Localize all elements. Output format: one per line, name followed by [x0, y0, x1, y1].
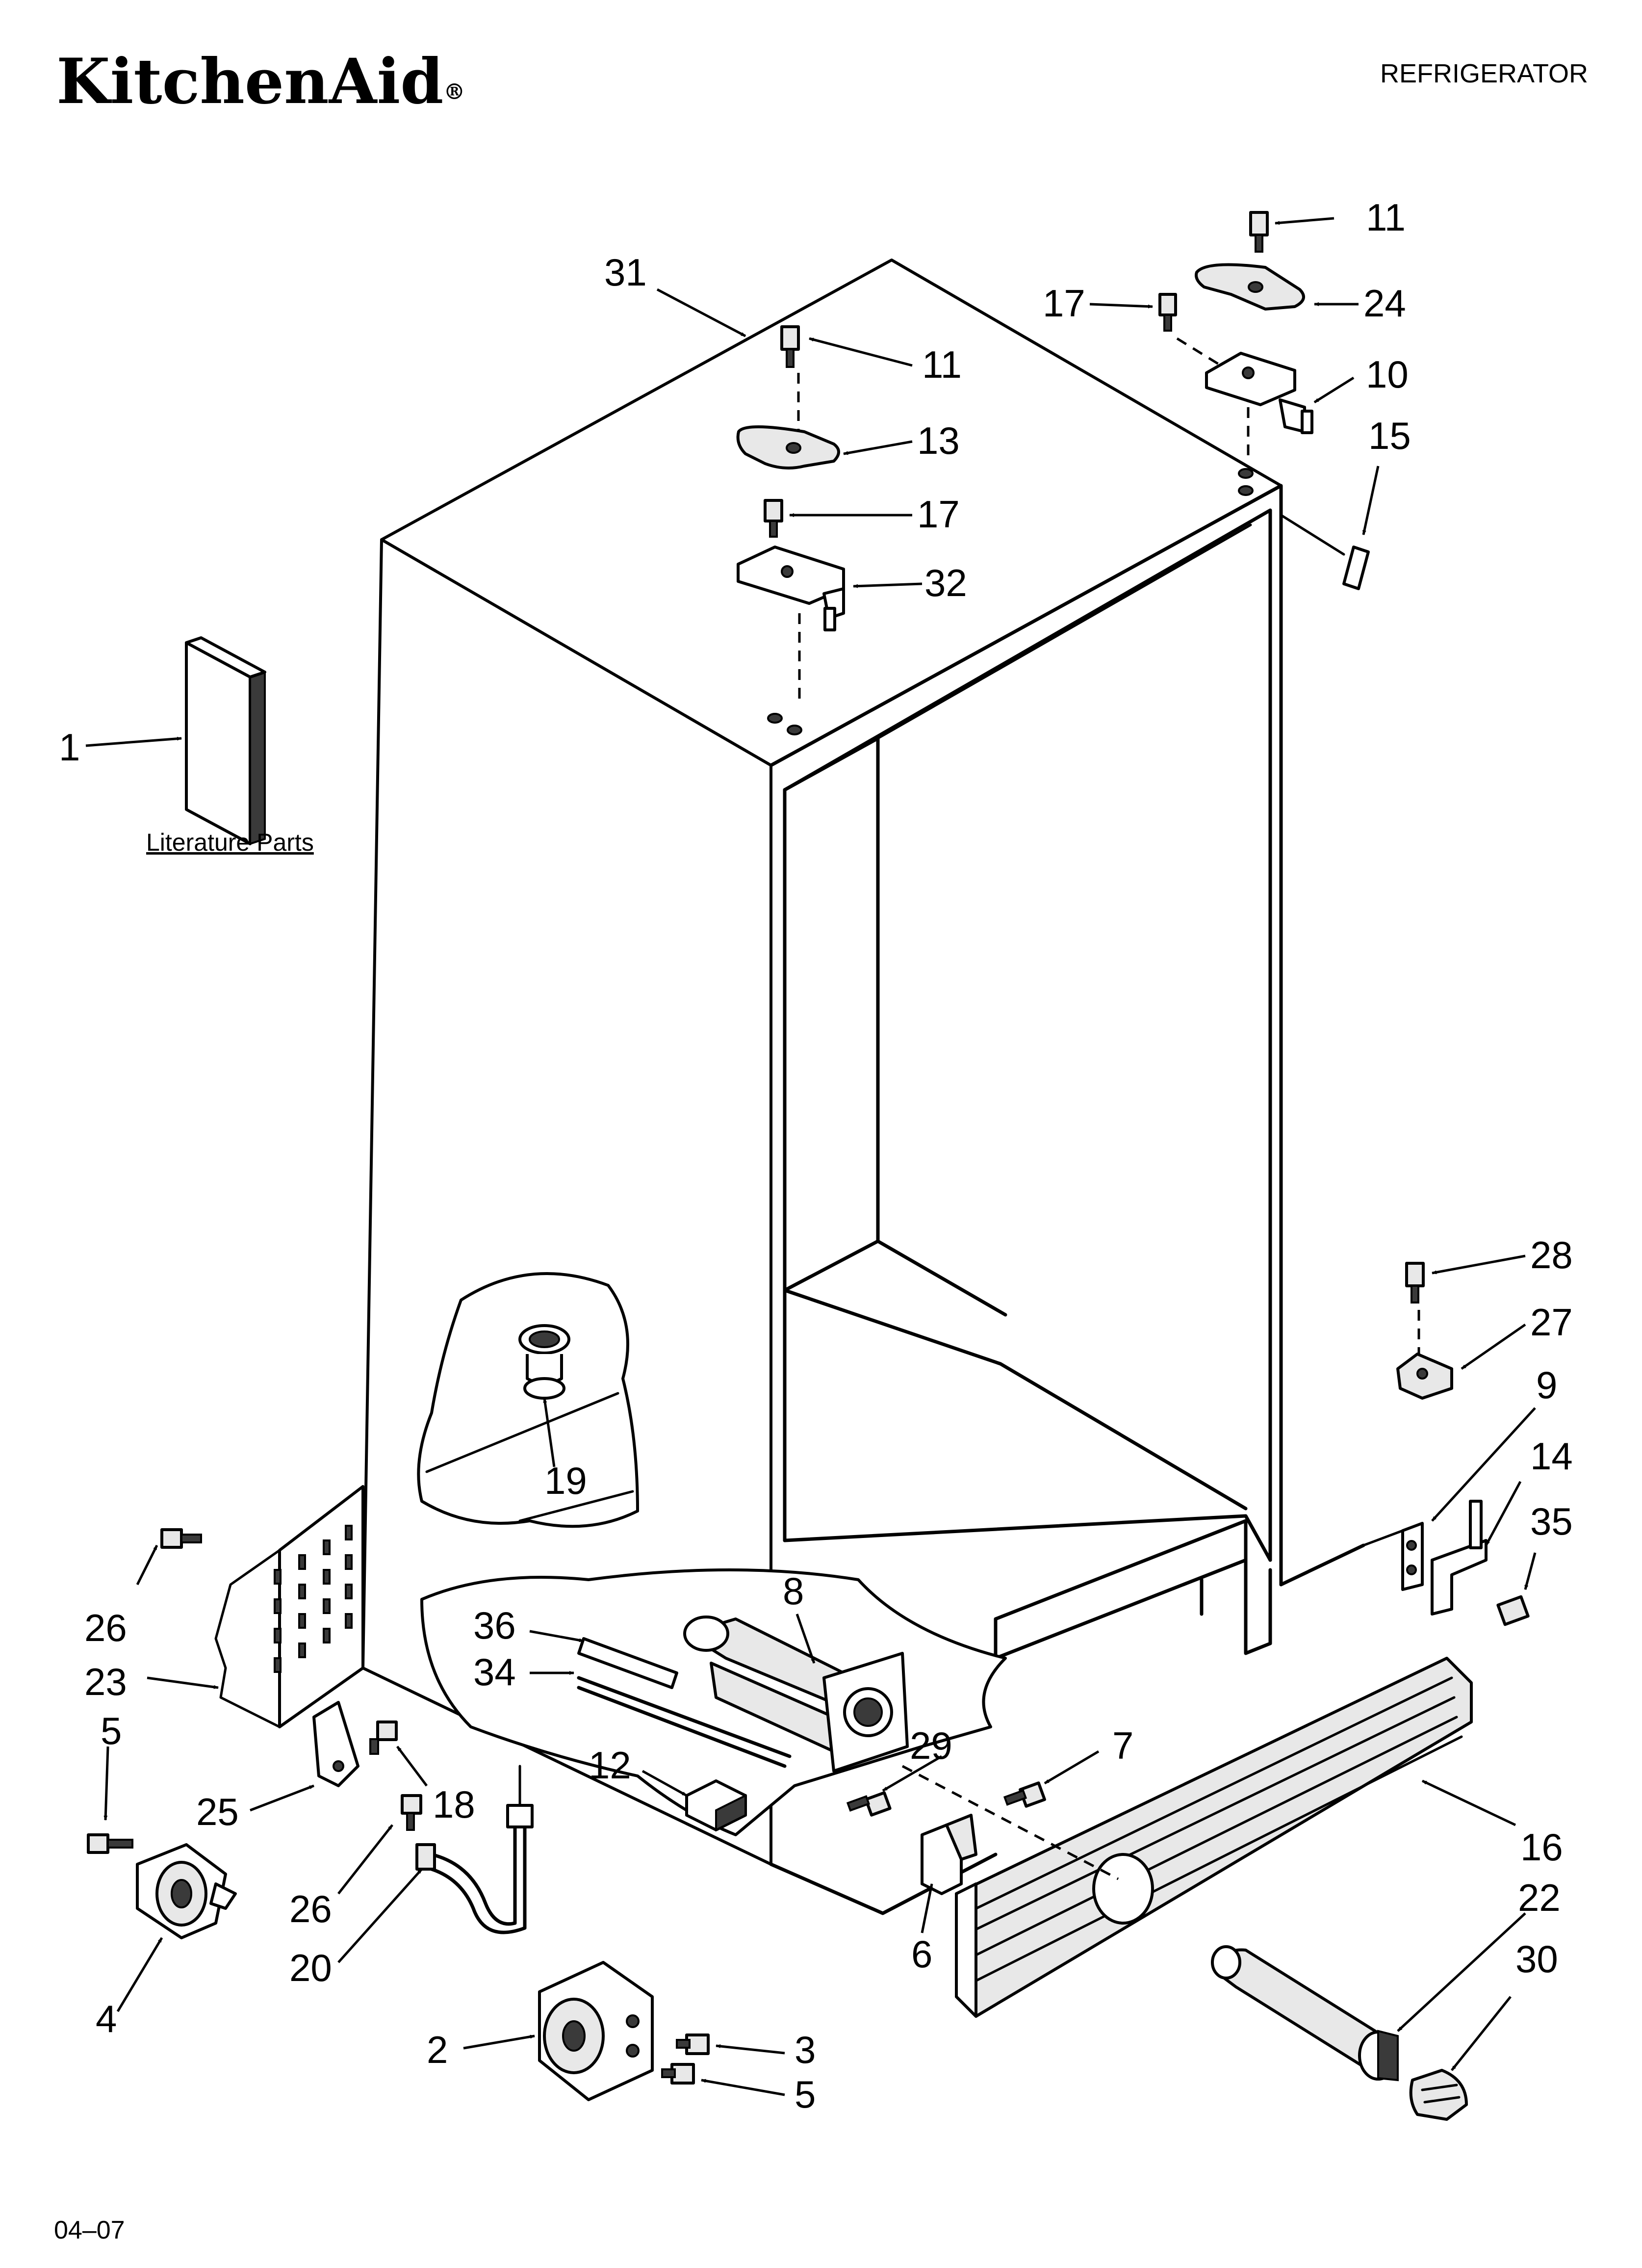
section-title: REFRIGERATOR — [1380, 59, 1588, 88]
bracket-6 — [921, 1814, 977, 1895]
callout-30: 30 — [1515, 1937, 1558, 1981]
grille-23 — [160, 1485, 364, 1728]
callout-34: 34 — [473, 1650, 516, 1694]
callout-26: 26 — [84, 1606, 127, 1649]
callout-2: 2 — [427, 2028, 448, 2071]
callout-29: 29 — [910, 1724, 952, 1767]
cutaway-8 — [420, 1568, 1007, 1836]
callout-3: 3 — [795, 2028, 816, 2071]
brand-name: KitchenAid — [56, 45, 443, 118]
callout-28: 28 — [1530, 1233, 1573, 1277]
bottom-hinge-right — [1362, 1262, 1530, 1626]
callout-27: 27 — [1530, 1301, 1573, 1344]
callout-17: 17 — [917, 493, 960, 536]
callout-10: 10 — [1366, 353, 1409, 396]
callout-35: 35 — [1530, 1500, 1573, 1543]
callout-8: 8 — [783, 1569, 804, 1613]
callout-16: 16 — [1520, 1825, 1563, 1869]
callout-17: 17 — [1043, 282, 1085, 325]
brand-logo: KitchenAid® — [56, 45, 465, 118]
callout-11: 11 — [922, 343, 962, 386]
callout-11: 11 — [1366, 196, 1406, 239]
callout-4: 4 — [96, 1997, 117, 2040]
callout-32: 32 — [924, 561, 967, 604]
callout-13: 13 — [917, 419, 960, 462]
callout-1: 1 — [59, 726, 80, 769]
callout-12: 12 — [589, 1744, 631, 1787]
callout-18: 18 — [433, 1783, 475, 1826]
callout-15: 15 — [1368, 414, 1411, 457]
registered-mark: ® — [443, 79, 465, 104]
literature-part-1 — [185, 636, 266, 845]
callout-5: 5 — [101, 1709, 122, 1752]
filter-cap-30 — [1409, 2069, 1468, 2121]
top-hinge-right — [1158, 211, 1370, 590]
callout-22: 22 — [1518, 1876, 1561, 1919]
screw-7 — [1003, 1781, 1046, 1808]
callout-7: 7 — [1112, 1724, 1133, 1767]
callout-5: 5 — [795, 2073, 816, 2116]
callout-26: 26 — [289, 1887, 332, 1930]
callout-6: 6 — [911, 1932, 932, 1976]
top-hinge-left — [736, 325, 845, 706]
callout-numbers: 11 31 17 24 11 10 13 15 17 32 1 28 27 9 … — [59, 196, 1573, 2116]
water-filter-22 — [1211, 1945, 1399, 2082]
callout-20: 20 — [289, 1946, 332, 1989]
revision-code: 04–07 — [54, 2216, 125, 2244]
cabinet-part-31 — [361, 259, 1365, 1915]
cutaway-19 — [417, 1272, 639, 1528]
leader-lines — [85, 217, 1537, 2096]
callout-25: 25 — [196, 1790, 239, 1833]
callout-24: 24 — [1363, 282, 1406, 325]
lower-left-hardware — [87, 1701, 534, 1939]
callout-31: 31 — [604, 251, 647, 294]
callout-19: 19 — [544, 1459, 587, 1502]
literature-parts-label: Literature Parts — [146, 829, 314, 856]
callout-36: 36 — [473, 1604, 516, 1647]
base-grille-16 — [955, 1657, 1473, 2018]
callout-14: 14 — [1530, 1434, 1573, 1478]
callout-9: 9 — [1536, 1363, 1557, 1407]
callout-23: 23 — [84, 1660, 127, 1703]
roller-2 — [538, 1961, 710, 2101]
